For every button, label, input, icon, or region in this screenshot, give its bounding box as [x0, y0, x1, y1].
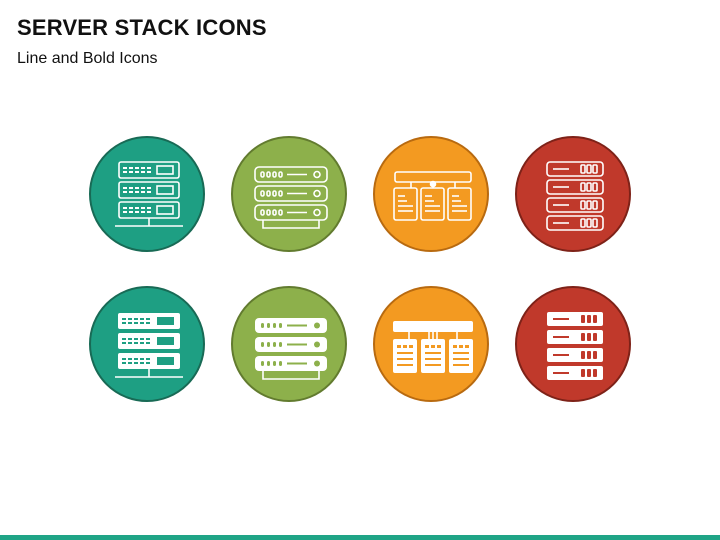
server-cluster-icon [373, 286, 489, 402]
server-tower-icon [515, 286, 631, 402]
server-stack-icon [231, 286, 347, 402]
server-tower-icon [515, 136, 631, 252]
server-rack-network-icon [89, 286, 205, 402]
server-cluster-icon [373, 136, 489, 252]
server-rack-network-icon [89, 136, 205, 252]
slide-title: SERVER STACK ICONS [17, 15, 267, 40]
server-stack-icon [231, 136, 347, 252]
footer-accent-bar [0, 535, 720, 540]
slide-subtitle: Line and Bold Icons [17, 50, 158, 67]
